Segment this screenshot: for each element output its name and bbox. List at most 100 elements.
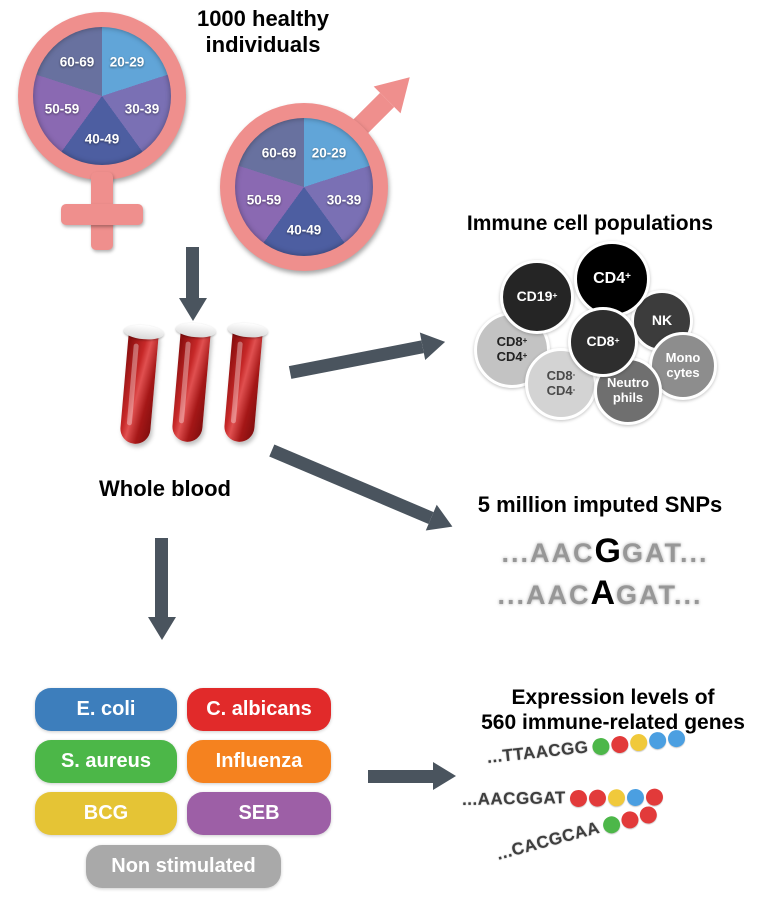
- male-age-pie-chart: 20-29 30-39 40-49 50-59 60-69: [235, 118, 373, 256]
- blue-expression-dot: [648, 730, 667, 750]
- stimulus-non-stimulated: Non stimulated: [86, 845, 281, 888]
- stimulus-label: BCG: [83, 802, 129, 824]
- pie-label-50-59: 50-59: [246, 192, 282, 208]
- cell-cd4: CD4+: [574, 241, 650, 317]
- cell-label: Mono: [665, 350, 701, 366]
- arrow-head: [148, 617, 176, 640]
- arrow-shaft: [368, 769, 433, 783]
- expression-dot-strip: [601, 804, 659, 835]
- stimulus-label: Non stimulated: [111, 855, 256, 877]
- cell-label: phils: [612, 390, 644, 405]
- sequence-text: ...AAC: [501, 538, 595, 568]
- arrow-cohort-to-blood: [179, 247, 207, 321]
- cell-label: CD4: [593, 270, 626, 288]
- cell-label: cytes: [666, 365, 700, 380]
- pie-label-30-39: 30-39: [326, 192, 362, 208]
- female-age-pie-chart: 20-29 30-39 40-49 50-59 60-69: [33, 27, 171, 165]
- cell-label-sup: +: [522, 350, 528, 360]
- arrow-blood-to-snps: [267, 437, 458, 540]
- red-expression-dot: [588, 788, 606, 807]
- arrow-head: [433, 762, 456, 790]
- stimulus-label: C. albicans: [206, 698, 312, 720]
- gene-sequence: ...TTAACGG: [485, 737, 590, 767]
- pie-label-60-69: 60-69: [59, 54, 95, 70]
- arrow-blood-to-stimuli: [148, 538, 176, 640]
- pie-label-60-69: 60-69: [261, 145, 297, 161]
- pie-label-30-39: 30-39: [124, 101, 160, 117]
- cell-label-sup: -: [572, 370, 576, 380]
- green-expression-dot: [591, 736, 611, 756]
- stimulus-label: E. coli: [76, 698, 136, 720]
- red-expression-dot: [619, 808, 641, 830]
- cell-cd8neg-cd4neg: CD8- CD4-: [525, 348, 597, 420]
- pie-label-20-29: 20-29: [109, 54, 145, 70]
- cell-label: Neutro: [607, 375, 649, 391]
- snp-variant-allele: G: [594, 532, 622, 570]
- arrow-head: [419, 328, 448, 360]
- cell-label: CD4: [546, 383, 573, 398]
- pie-label-20-29: 20-29: [311, 145, 347, 161]
- cell-label-sup: +: [552, 289, 558, 300]
- cell-label-sup: +: [522, 336, 528, 346]
- stimulus-seb: SEB: [187, 792, 331, 835]
- sequence-text: GAT...: [621, 538, 709, 568]
- blue-expression-dot: [667, 728, 686, 748]
- expression-title: Expression levels of 560 immune-related …: [481, 686, 745, 734]
- cohort-title: 1000 healthy individuals: [196, 6, 330, 57]
- red-expression-dot: [637, 804, 659, 825]
- cell-label-sup: -: [572, 384, 576, 394]
- green-expression-dot: [601, 813, 622, 835]
- yellow-expression-dot: [629, 732, 648, 752]
- arrow-shaft: [186, 247, 200, 298]
- gene-sequence: ...CACGCAA: [494, 817, 602, 864]
- red-expression-dot: [569, 789, 587, 807]
- pie-label-40-49: 40-49: [286, 222, 322, 238]
- gene-sequence: ...AACGGAT: [461, 788, 567, 809]
- cell-label: CD8: [496, 334, 523, 350]
- red-expression-dot: [610, 734, 630, 754]
- stimulus-label: Influenza: [215, 750, 303, 772]
- blue-expression-dot: [626, 788, 644, 806]
- blood-tube-icon: [223, 328, 263, 444]
- snp-variant-allele: A: [590, 574, 617, 612]
- snp-sequence-1: ...AACGGAT...: [455, 532, 755, 571]
- stimulus-bcg: BCG: [35, 792, 177, 835]
- sequence-text: ...AAC: [497, 580, 591, 610]
- gene-expression-row-2: ...AACGGAT: [462, 786, 663, 810]
- male-symbol-ring: 20-29 30-39 40-49 50-59 60-69: [220, 103, 388, 271]
- arrow-stimuli-to-expression: [368, 762, 456, 790]
- gene-expression-row-3: ...CACGCAA: [494, 803, 659, 865]
- stimulus-e-coli: E. coli: [35, 688, 177, 731]
- arrow-blood-to-immune-cells: [287, 328, 448, 386]
- whole-blood-label: Whole blood: [99, 476, 231, 501]
- pie-label-50-59: 50-59: [44, 101, 80, 117]
- sequence-text: GAT...: [616, 580, 703, 610]
- cell-label: NK: [651, 312, 673, 329]
- arrow-shaft: [288, 339, 424, 379]
- immune-cells-title: Immune cell populations: [466, 212, 714, 235]
- female-symbol-crossbar: [61, 204, 143, 225]
- cell-label: CD19: [516, 288, 553, 305]
- female-symbol-ring: 20-29 30-39 40-49 50-59 60-69: [18, 12, 186, 180]
- cell-label: CD8: [586, 333, 615, 350]
- snp-sequence-2: ...AACAGAT...: [450, 574, 750, 613]
- cell-cd8: CD8+: [568, 307, 638, 377]
- stimulus-label: SEB: [238, 802, 280, 824]
- stimulus-label: S. aureus: [60, 750, 152, 772]
- blood-tube-icon: [171, 328, 211, 444]
- arrow-shaft: [155, 538, 169, 617]
- cell-label-sup: +: [625, 270, 631, 282]
- cell-label: CD4: [496, 349, 523, 364]
- snps-title: 5 million imputed SNPs: [477, 492, 723, 517]
- stimulus-c-albicans: C. albicans: [187, 688, 331, 731]
- cell-label: CD8: [546, 368, 573, 384]
- arrow-shaft: [269, 444, 434, 524]
- immune-cell-cluster: CD19+ CD4+ NK CD8+ CD8+ CD4+ CD8- CD4- N…: [460, 235, 740, 435]
- arrow-head: [179, 298, 207, 321]
- cell-cd19: CD19+: [500, 260, 574, 334]
- blood-tube-icon: [119, 330, 159, 446]
- red-expression-dot: [645, 787, 663, 806]
- yellow-expression-dot: [607, 788, 625, 806]
- pie-label-40-49: 40-49: [84, 131, 120, 147]
